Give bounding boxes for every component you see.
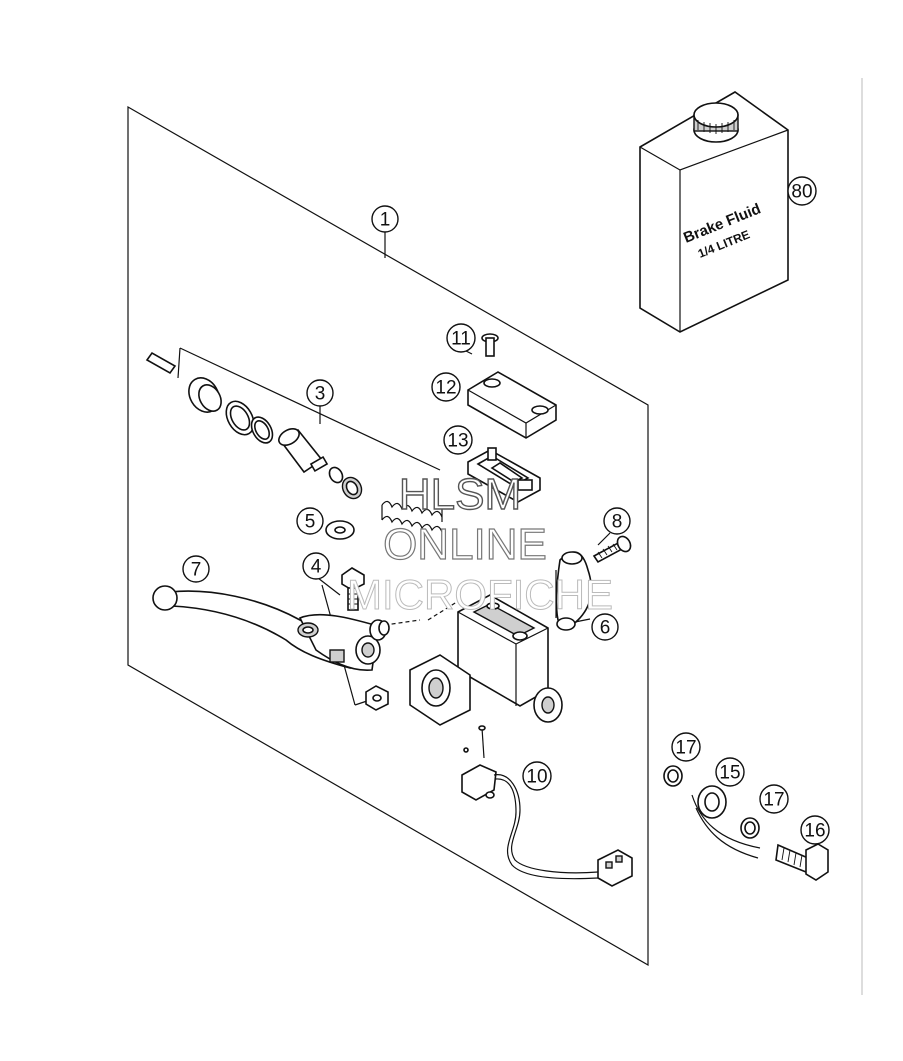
piston-kit-parts xyxy=(188,377,363,500)
svg-text:12: 12 xyxy=(435,378,456,399)
svg-text:17: 17 xyxy=(763,790,784,811)
svg-text:17: 17 xyxy=(675,738,696,759)
callout-3: 3 xyxy=(306,379,334,407)
svg-text:10: 10 xyxy=(526,767,547,788)
svg-text:13: 13 xyxy=(447,431,468,452)
svg-text:16: 16 xyxy=(804,821,825,842)
svg-text:7: 7 xyxy=(191,560,202,581)
callout-11: 11 xyxy=(446,323,476,353)
brake-lever xyxy=(152,585,390,711)
svg-text:15: 15 xyxy=(719,763,740,784)
sealing-washer-top xyxy=(663,765,683,787)
callout-16: 16 xyxy=(800,815,830,845)
clamp-bolt xyxy=(592,535,632,564)
callout-15: 15 xyxy=(715,757,745,787)
sealing-washer-bottom xyxy=(740,817,760,839)
svg-text:8: 8 xyxy=(612,512,623,533)
callout-6: 6 xyxy=(591,613,619,641)
callout-4: 4 xyxy=(302,552,330,580)
svg-text:5: 5 xyxy=(305,512,316,533)
reservoir-screw xyxy=(481,333,499,357)
banjo-bolt xyxy=(775,843,829,881)
reservoir-cover xyxy=(467,371,557,439)
callout-12: 12 xyxy=(431,372,461,402)
callout-17-top: 17 xyxy=(671,732,701,762)
pivot-pin xyxy=(145,351,177,375)
callout-5: 5 xyxy=(296,507,324,535)
callout-10: 10 xyxy=(522,761,552,791)
handlebar-clamp xyxy=(555,551,593,631)
washer-5 xyxy=(325,520,355,540)
svg-text:1: 1 xyxy=(380,210,391,231)
svg-text:3: 3 xyxy=(315,384,326,405)
return-spring xyxy=(381,500,443,533)
kit-panel-outline xyxy=(127,105,649,967)
callout-80: 80 xyxy=(787,176,817,206)
reservoir-diaphragm xyxy=(467,447,541,503)
svg-text:80: 80 xyxy=(791,182,812,203)
callout-7: 7 xyxy=(182,555,210,583)
svg-text:6: 6 xyxy=(600,618,611,639)
brake-fluid-bottle: Brake Fluid 1/4 LITRE xyxy=(639,91,789,333)
callout-1: 1 xyxy=(371,205,399,233)
banjo-fitting xyxy=(691,785,761,859)
svg-text:11: 11 xyxy=(451,329,471,350)
callout-8: 8 xyxy=(603,507,631,535)
callout-17-bottom: 17 xyxy=(759,784,789,814)
adjuster-bolt xyxy=(341,567,365,611)
brake-light-switch xyxy=(461,725,633,887)
master-cylinder-body xyxy=(409,594,563,726)
callout-13: 13 xyxy=(443,425,473,455)
svg-text:4: 4 xyxy=(311,557,322,578)
